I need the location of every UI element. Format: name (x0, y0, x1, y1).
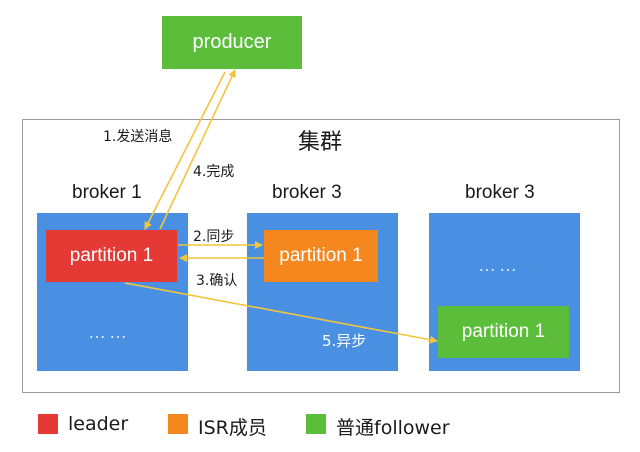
broker-3-title: broker 3 (465, 182, 535, 203)
legend-swatch-leader (38, 414, 58, 434)
step3-label: 3.确认 (196, 273, 238, 289)
arrow-send (144, 71, 226, 230)
producer-label: producer (192, 31, 272, 53)
partition-label: partition 1 (69, 245, 154, 266)
broker-1-ellipsis: …… (88, 322, 130, 342)
broker-2-title: broker 3 (272, 182, 342, 203)
partition-label: partition 1 (279, 245, 363, 266)
step1-label: 1.发送消息 (103, 129, 173, 145)
legend-label-leader: leader (68, 413, 129, 435)
legend-label-follower: 普通follower (336, 417, 450, 439)
cluster-title: 集群 (298, 130, 343, 155)
broker-3-ellipsis: …… (478, 255, 520, 275)
arrow-async (124, 282, 438, 344)
broker-2-partition-isr: partition 1 (264, 230, 378, 282)
arrow-complete (159, 69, 236, 230)
legend-label-isr: ISR成员 (198, 417, 267, 439)
legend-swatch-follower (306, 414, 326, 434)
step4-label: 4.完成 (193, 164, 235, 180)
broker-1-partition-leader: partition 1 (46, 230, 177, 282)
broker-1-title: broker 1 (72, 182, 142, 203)
cluster-frame (22, 119, 620, 393)
legend-swatch-isr (168, 414, 188, 434)
step5-label: 5.异步 (322, 332, 367, 350)
step2-label: 2.同步 (193, 229, 235, 245)
broker-3-partition-follower: partition 1 (438, 306, 569, 358)
producer-node: producer (162, 16, 302, 69)
partition-label: partition 1 (461, 321, 546, 342)
